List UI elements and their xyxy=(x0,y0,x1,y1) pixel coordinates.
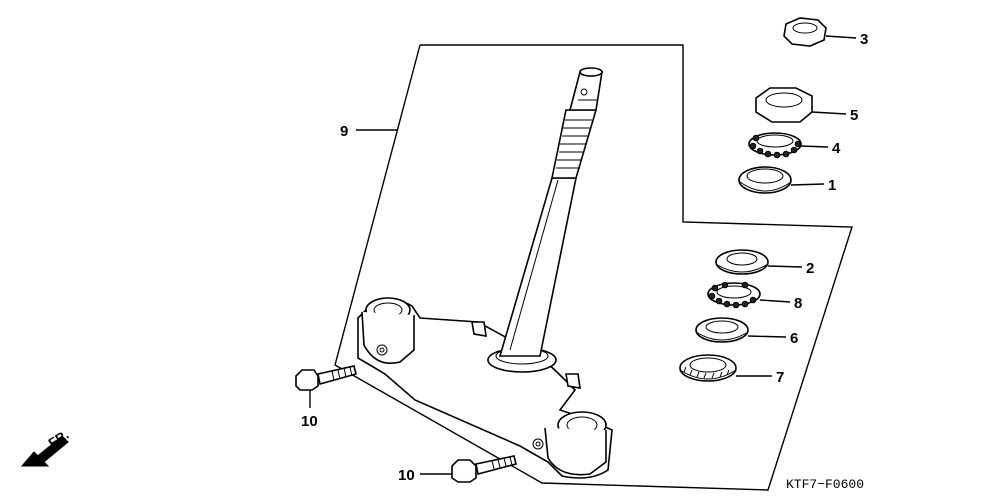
assembly-boundary xyxy=(334,44,853,491)
callout-3: 3 xyxy=(860,31,868,48)
arrow-down-left-icon xyxy=(20,435,69,467)
steering-stem xyxy=(357,67,613,479)
callout-10-upper: 10 xyxy=(301,413,318,430)
lower-race xyxy=(695,317,749,343)
callout-5: 5 xyxy=(850,107,858,124)
callout-8: 8 xyxy=(794,295,802,312)
callout-6: 6 xyxy=(790,330,798,347)
lock-nut xyxy=(783,17,827,47)
clamp-bolt-lower xyxy=(451,455,517,483)
callout-10-lower: 10 xyxy=(398,467,415,484)
callout-4: 4 xyxy=(832,140,841,157)
dust-seal xyxy=(679,354,737,382)
lower-race-top xyxy=(715,249,769,275)
upper-bearing xyxy=(748,132,802,159)
callout-9: 9 xyxy=(340,123,348,140)
figure-code: KTF7−F0600 xyxy=(786,477,864,492)
clamp-bolt-upper xyxy=(295,365,357,391)
callout-1: 1 xyxy=(828,177,836,194)
lower-bearing xyxy=(707,281,761,309)
callout-7: 7 xyxy=(776,369,784,386)
callout-2: 2 xyxy=(806,260,814,277)
adjusting-nut xyxy=(755,87,813,123)
upper-race xyxy=(738,166,792,194)
